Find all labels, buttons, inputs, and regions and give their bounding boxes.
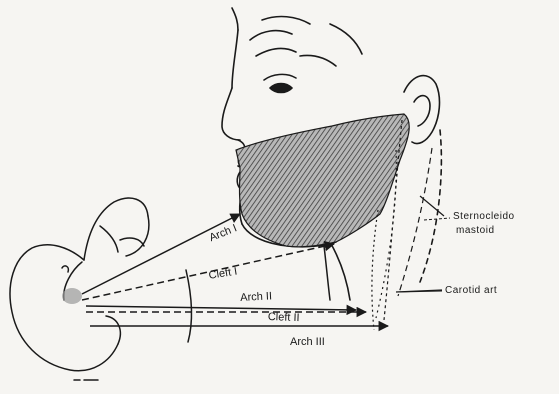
- arch-origin: [62, 288, 82, 304]
- label-mastoid: mastoid: [456, 226, 495, 236]
- arrow-arch-2: [86, 306, 356, 310]
- mandible-region: [236, 114, 409, 247]
- label-arch-3: Arch III: [290, 337, 325, 348]
- label-sternocleido: Sternocleido: [453, 212, 515, 222]
- label-arch-2: Arch II: [240, 291, 272, 304]
- label-carotid: Carotid art: [445, 286, 497, 296]
- label-cleft-2: Cleft II: [268, 312, 300, 324]
